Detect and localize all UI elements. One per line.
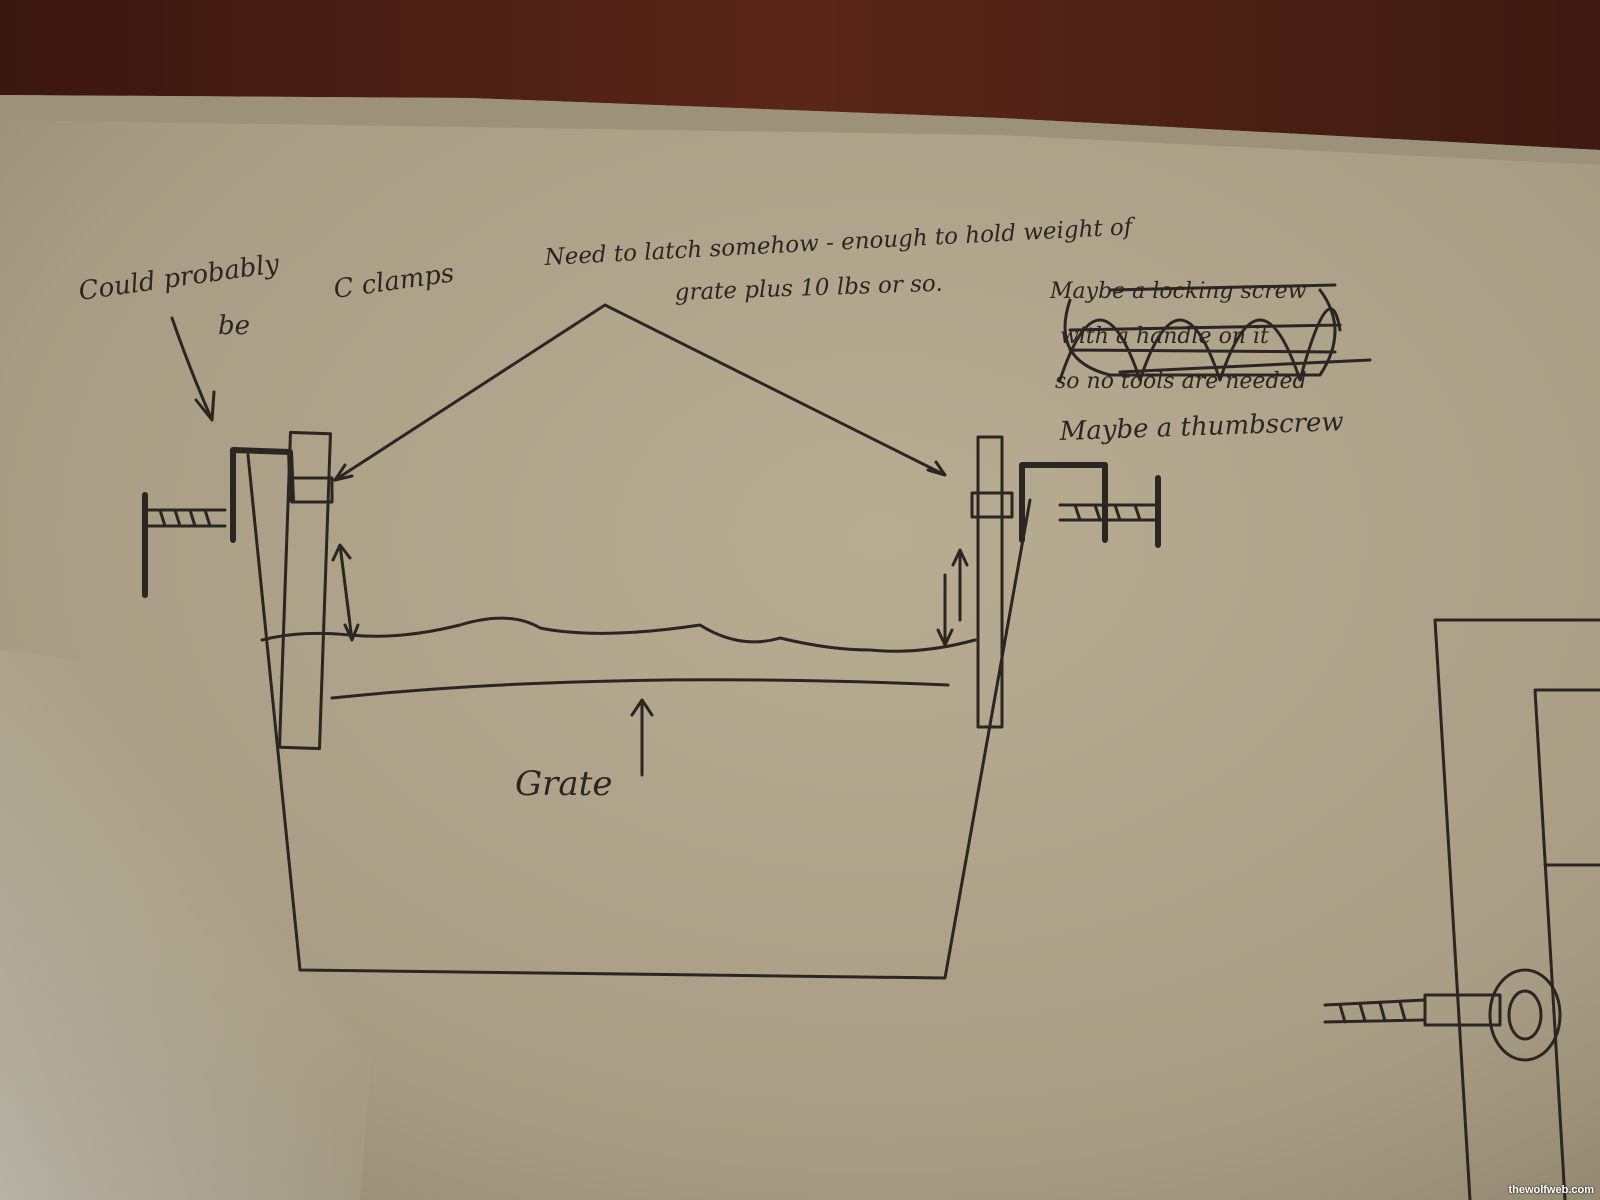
right-updown-arrows bbox=[936, 548, 969, 647]
door-frame bbox=[1433, 618, 1600, 1200]
left-screw-icon bbox=[143, 508, 227, 528]
thumbscrew-thread bbox=[1323, 998, 1427, 1024]
crossed-line1: Maybe a locking screw bbox=[1049, 279, 1307, 304]
thumbscrew-head bbox=[1488, 968, 1562, 1062]
crossed-out-note: Maybe a locking screw with a handle on i… bbox=[1049, 279, 1372, 394]
scribble bbox=[1058, 283, 1372, 382]
right-latch-pin bbox=[970, 491, 1014, 519]
grate-label: Grate bbox=[515, 764, 612, 804]
left-clamp bbox=[142, 430, 360, 751]
watermark: thewolfweb.com bbox=[1508, 1184, 1594, 1196]
left-latch-pin bbox=[290, 476, 334, 504]
thumbscrew-body bbox=[1423, 993, 1502, 1027]
left-clamp-frame bbox=[230, 447, 295, 543]
arrow-to-clamp bbox=[170, 316, 216, 422]
paper-sheet bbox=[0, 95, 1600, 1200]
thumbscrew-detail bbox=[1323, 618, 1600, 1200]
clamp-note-line2: be bbox=[218, 311, 250, 341]
crossed-line3: so no tools are needed bbox=[1055, 369, 1307, 394]
left-updown-arrow bbox=[331, 543, 360, 642]
right-clamp-frame bbox=[1019, 462, 1108, 543]
right-clamp bbox=[936, 435, 1161, 729]
right-post bbox=[976, 435, 1004, 729]
grate-arrow bbox=[630, 698, 654, 777]
tank-outline bbox=[246, 453, 1032, 980]
left-post bbox=[277, 430, 332, 751]
water-line bbox=[260, 616, 977, 653]
latch-arrows bbox=[333, 303, 947, 482]
light-patch bbox=[0, 650, 400, 1200]
paper-fold bbox=[0, 95, 1600, 165]
thumbscrew-hole bbox=[1507, 989, 1543, 1041]
right-screw-icon bbox=[1058, 503, 1160, 522]
grate-line bbox=[330, 678, 950, 700]
